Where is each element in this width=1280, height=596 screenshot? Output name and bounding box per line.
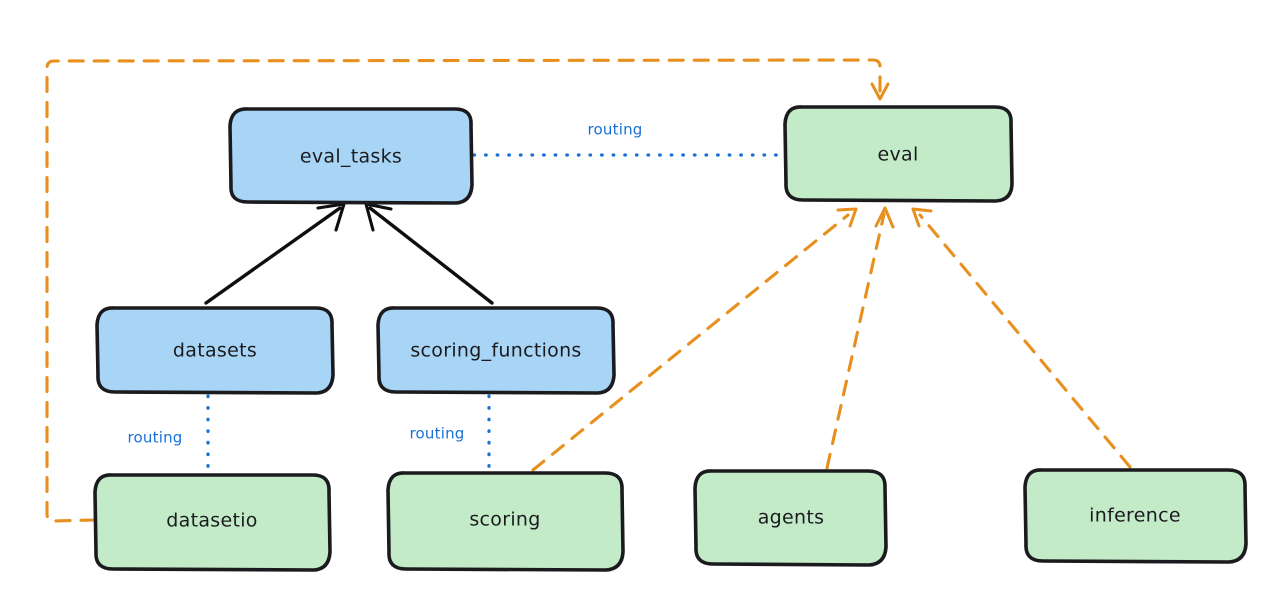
node-scoring-shape[interactable] [386,471,625,572]
edge-scoring-eval [531,207,858,472]
edge-datasetio-eval [45,58,890,523]
edge-agents-eval [825,206,895,470]
node-datasets-label: datasets [173,340,257,362]
node-scoring-functions-shape[interactable] [376,306,616,395]
edge-label-routing-scoring: routing [410,425,465,443]
edge-label-routing-datasetio: routing [128,429,183,447]
node-eval-tasks-shape[interactable] [228,107,474,205]
node-agents-shape[interactable] [693,469,888,567]
dependency-edges [45,58,1132,523]
edge-scoring_functions-eval_tasks [364,202,494,305]
node-scoring[interactable]: scoring [386,471,625,572]
edge-labels: routing routing routing [128,121,643,447]
node-scoring-functions[interactable]: scoring_functions [376,306,616,395]
node-agents[interactable]: agents [693,469,888,567]
node-datasetio-label: datasetio [166,510,257,532]
edge-inference-eval [911,207,1132,469]
node-scoring-functions-label: scoring_functions [410,340,581,362]
node-agents-label: agents [758,507,825,529]
solid-edges [204,202,494,305]
node-inference-label: inference [1089,505,1181,527]
node-scoring-label: scoring [469,509,540,531]
node-datasetio[interactable]: datasetio [93,473,332,572]
edge-label-routing-eval: routing [588,121,643,139]
node-eval-tasks[interactable]: eval_tasks [228,107,474,205]
node-datasetio-shape[interactable] [93,473,332,572]
node-inference-shape[interactable] [1023,468,1248,564]
routing-edges [206,153,786,476]
node-inference[interactable]: inference [1023,468,1248,564]
node-eval[interactable]: eval [783,105,1014,203]
node-eval-shape[interactable] [783,105,1014,203]
edge-datasets-eval_tasks [204,202,346,305]
node-eval-label: eval [877,144,918,166]
node-eval-tasks-label: eval_tasks [300,146,402,168]
node-datasets-shape[interactable] [95,306,335,395]
node-datasets[interactable]: datasets [95,306,335,395]
